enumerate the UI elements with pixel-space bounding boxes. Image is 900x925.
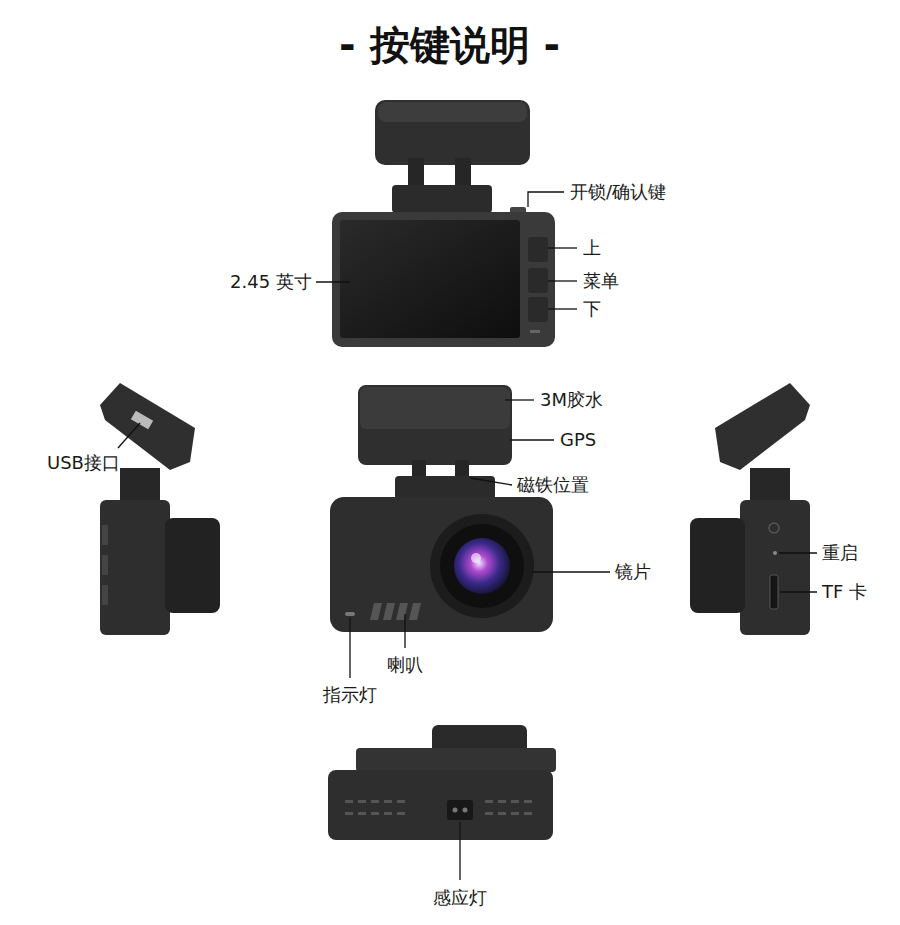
page-title: - 按键说明 - [339, 21, 560, 69]
part-label: 磁铁位置 [517, 474, 589, 496]
part-label: 喇叭 [387, 654, 423, 676]
part-label: 重启 [822, 542, 858, 564]
part-label: USB接口 [47, 452, 120, 474]
part-label: GPS [560, 429, 596, 451]
part-label: 菜单 [583, 270, 619, 292]
right-view [690, 383, 810, 635]
part-label: 2.45 英寸 [230, 271, 312, 293]
part-label: TF 卡 [822, 581, 867, 603]
part-label: 上 [583, 237, 601, 259]
part-label: 指示灯 [323, 684, 377, 706]
front-view [330, 385, 553, 632]
leader-lines [118, 192, 817, 880]
part-label: 下 [583, 298, 601, 320]
left-view [100, 383, 220, 635]
part-label: 3M胶水 [540, 389, 603, 411]
bottom-view [328, 725, 556, 840]
part-label: 镜片 [615, 561, 651, 583]
rear-view [332, 100, 555, 347]
part-label: 开锁/确认键 [570, 181, 666, 203]
part-label: 感应灯 [433, 887, 487, 909]
